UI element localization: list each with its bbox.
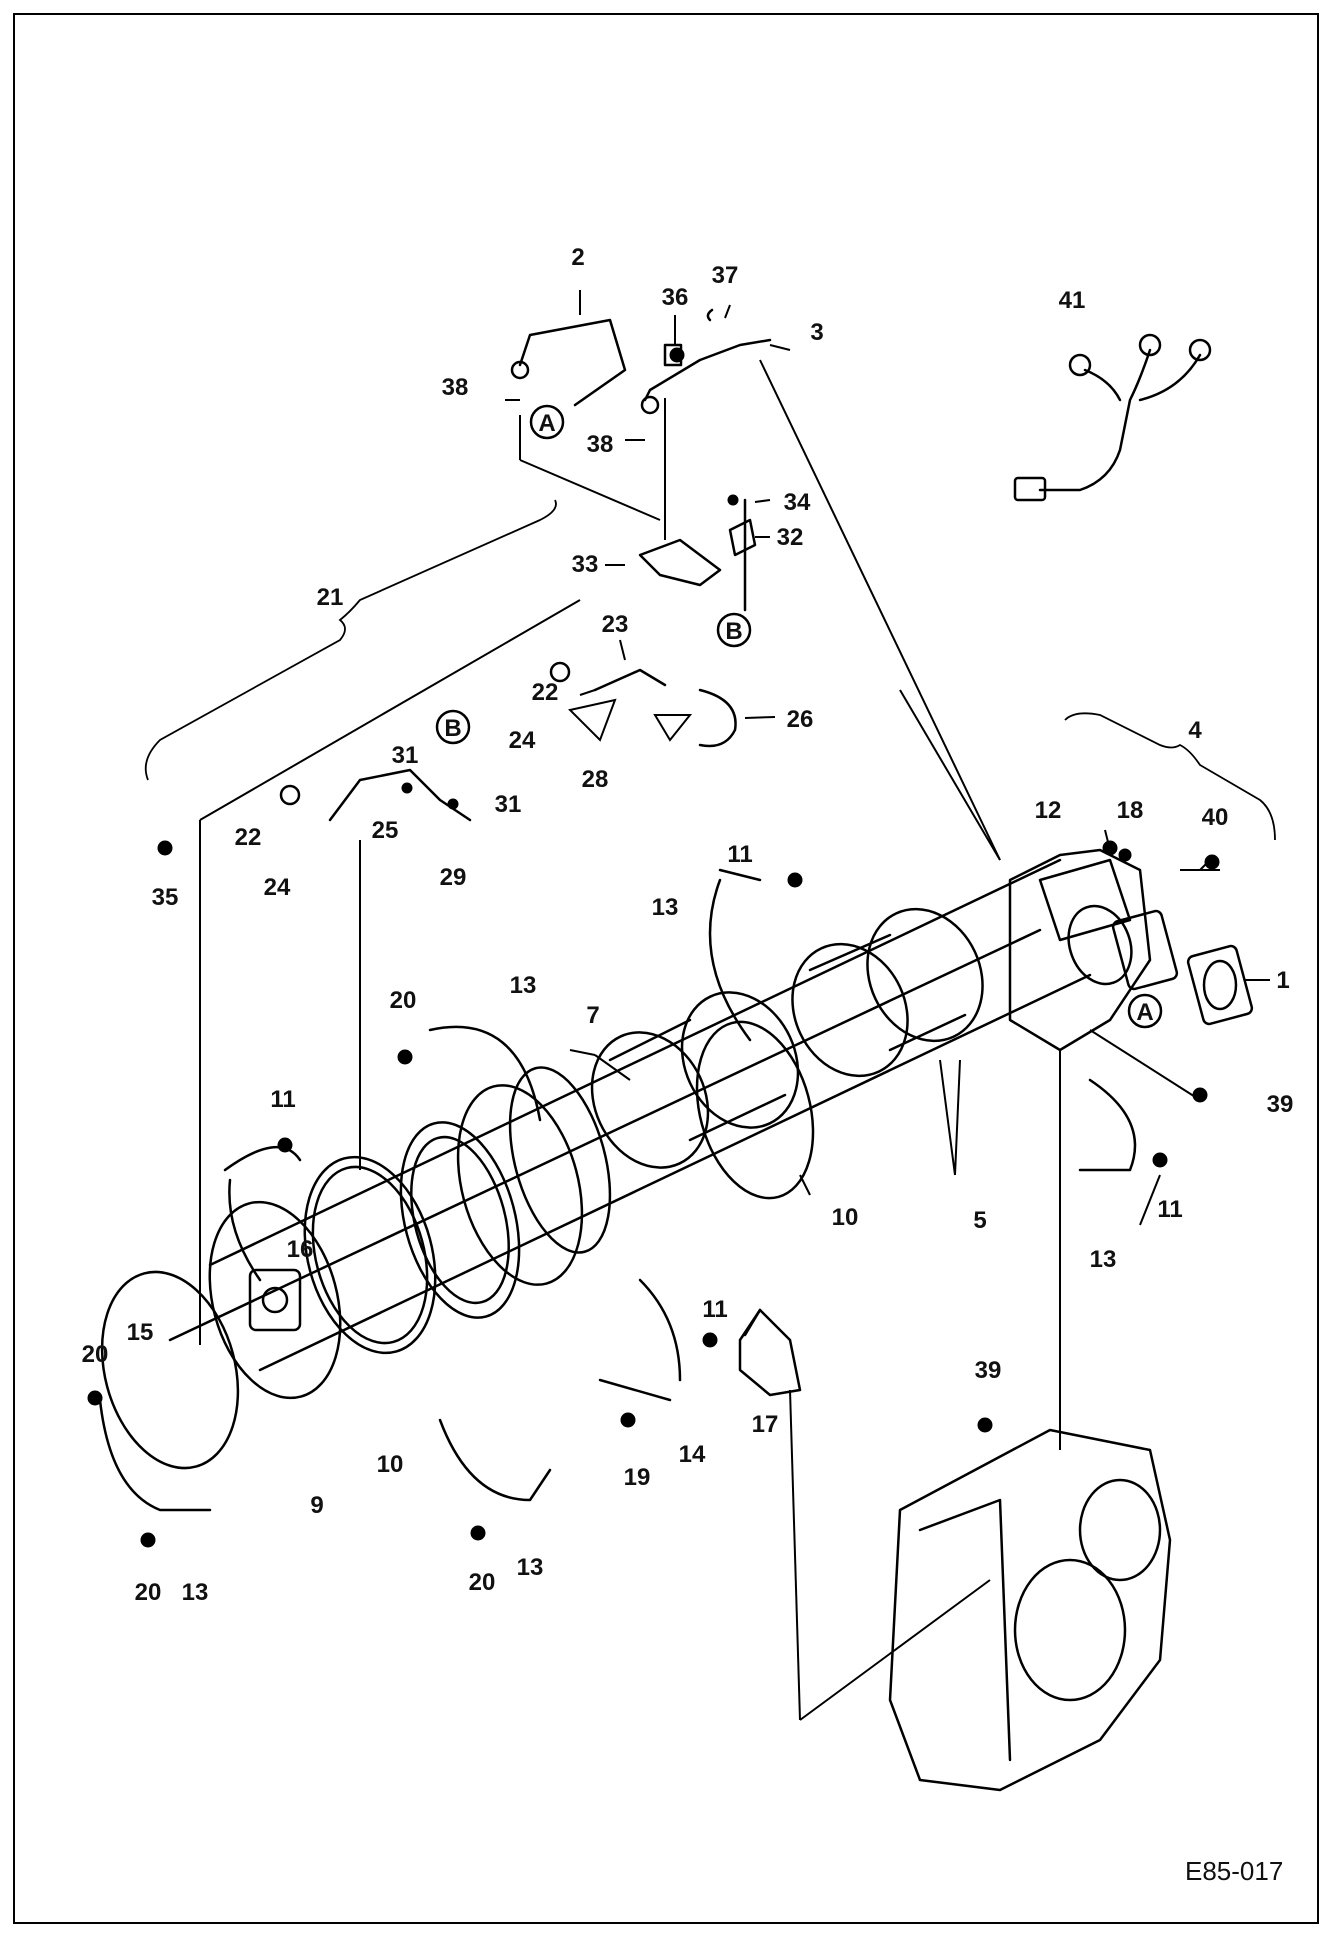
callout-16: 16: [287, 1236, 314, 1263]
callout-39a: 39: [1267, 1091, 1294, 1118]
filter-element-7: [590, 991, 800, 1169]
callout-11d: 11: [702, 1296, 727, 1323]
callout-13e: 13: [517, 1554, 544, 1581]
callout-32: 32: [777, 524, 804, 551]
callout-38a: 38: [442, 374, 469, 401]
pressure-pipes: [510, 308, 772, 415]
connector-A-upper: A: [538, 410, 555, 437]
callout-20d: 20: [469, 1569, 496, 1596]
housing-tube: [168, 858, 1092, 1372]
callout-25: 25: [372, 817, 399, 844]
callout-11b: 11: [270, 1086, 295, 1113]
callout-1: 1: [1276, 967, 1289, 994]
nut-34: [727, 494, 739, 506]
callout-22b: 22: [235, 824, 262, 851]
callout-20b: 20: [82, 1341, 109, 1368]
callout-39b: 39: [975, 1357, 1002, 1384]
callout-10a: 10: [832, 1204, 859, 1231]
clip-31b: [447, 798, 459, 810]
callout-4: 4: [1188, 717, 1202, 744]
bolt-39a: [1192, 1087, 1208, 1103]
bolt-11a: [787, 872, 803, 888]
callout-38b: 38: [587, 431, 614, 458]
connector-markers: [435, 404, 1163, 1029]
callout-41: 41: [1059, 287, 1086, 314]
nut-20c: [140, 1532, 156, 1548]
plug-18: [1118, 848, 1132, 862]
callout-11c: 11: [1157, 1196, 1182, 1223]
callout-18: 18: [1117, 797, 1144, 824]
callout-12: 12: [1035, 797, 1062, 824]
callout-20c: 20: [135, 1579, 162, 1606]
callout-13c: 13: [1090, 1246, 1117, 1273]
callout-20a: 20: [390, 987, 417, 1014]
callout-2: 2: [571, 244, 584, 271]
ring-section: [399, 1066, 612, 1319]
callout-23: 23: [602, 611, 629, 638]
inlet-housing-4: [1008, 848, 1254, 1052]
nut-20d: [470, 1525, 486, 1541]
sensor-bracket-33: [638, 498, 757, 612]
clip-31a: [401, 782, 413, 794]
callout-11a: 11: [727, 841, 752, 868]
callout-17: 17: [752, 1411, 779, 1438]
connector-B-lower: B: [444, 715, 461, 742]
callout-24b: 24: [264, 874, 291, 901]
page-border: [13, 13, 1319, 1924]
drawing-code: E85-017: [1185, 1856, 1283, 1886]
callout-31a: 31: [392, 742, 419, 769]
connector-A-lower: A: [1136, 999, 1153, 1026]
bolt-19: [620, 1412, 636, 1428]
callout-13d: 13: [182, 1579, 209, 1606]
callout-35: 35: [152, 884, 179, 911]
callout-14: 14: [679, 1441, 706, 1468]
callout-26: 26: [787, 706, 814, 733]
callout-37: 37: [712, 262, 739, 289]
callout-5: 5: [973, 1207, 986, 1234]
end-ring-15: [100, 1270, 240, 1470]
callout-33: 33: [572, 551, 599, 578]
callout-15: 15: [127, 1319, 154, 1346]
callout-29: 29: [440, 864, 467, 891]
callout-22a: 22: [532, 679, 559, 706]
nut-20a: [397, 1049, 413, 1065]
callout-34: 34: [784, 489, 811, 516]
nut-20b: [87, 1390, 103, 1406]
callout-21: 21: [317, 584, 344, 611]
clamp-ring-10-mid: [695, 1020, 815, 1200]
bracket-17: [738, 1308, 802, 1397]
wiring-harness-41: [1013, 333, 1212, 502]
bolt-11d: [702, 1332, 718, 1348]
connector-36: [669, 347, 685, 363]
callout-9: 9: [310, 1492, 323, 1519]
callout-13b: 13: [510, 972, 537, 999]
clamp-ring-10-front: [303, 1155, 437, 1355]
callout-36: 36: [662, 284, 689, 311]
callout-13a: 13: [652, 894, 679, 921]
callout-31b: 31: [495, 791, 522, 818]
end-cap-9: [208, 1200, 342, 1400]
callout-10b: 10: [377, 1451, 404, 1478]
nut-40: [1204, 854, 1220, 870]
callout-3: 3: [810, 319, 823, 346]
callout-28: 28: [582, 766, 609, 793]
fasteners: [87, 347, 1220, 1548]
bolt-12: [1102, 840, 1118, 856]
bolt-11c: [1152, 1152, 1168, 1168]
bolt-39b: [977, 1417, 993, 1433]
callout-19: 19: [624, 1464, 651, 1491]
filter-element-5: [791, 907, 984, 1078]
callout-7: 7: [586, 1002, 599, 1029]
engine-housing: [888, 1428, 1172, 1792]
bolt-35: [157, 840, 173, 856]
callout-40: 40: [1202, 804, 1229, 831]
bolt-11b: [277, 1137, 293, 1153]
clamp-halves: [98, 868, 1137, 1512]
connector-B-upper: B: [725, 618, 742, 645]
leader-lines: [144, 290, 1276, 1721]
callout-24a: 24: [509, 727, 536, 754]
